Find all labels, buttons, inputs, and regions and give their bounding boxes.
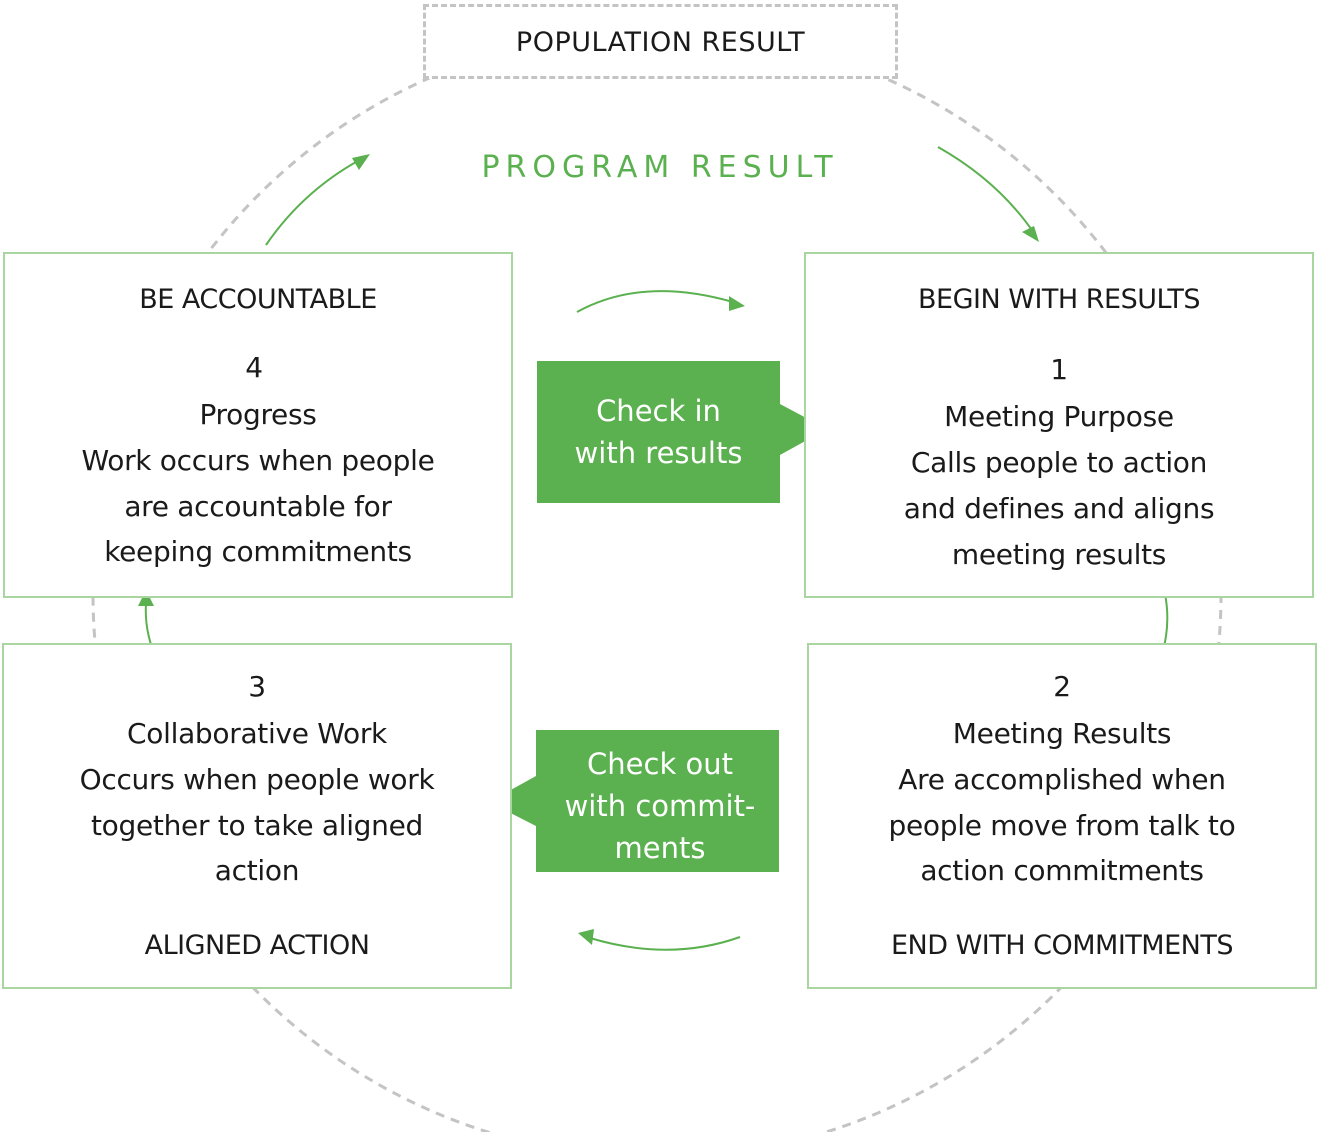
step-1-title: BEGIN WITH RESULTS — [918, 284, 1200, 315]
step-4-line-4: keeping commitments — [104, 535, 412, 568]
check-out-line-3: ments — [614, 831, 706, 865]
arrow-head — [138, 590, 154, 606]
arrow-head — [1022, 226, 1039, 242]
arrow-4-to-1-left — [265, 155, 368, 246]
step-2-number: 2 — [1053, 670, 1071, 703]
step-4-line-2: Work occurs when people — [81, 444, 435, 477]
step-2-footer: END WITH COMMITMENTS — [890, 930, 1234, 961]
step-3-line-4: action — [214, 854, 300, 887]
arrow-head — [729, 296, 745, 311]
arrow-4-to-1-right — [937, 146, 1037, 237]
step-1-line-4: meeting results — [951, 538, 1167, 571]
step-4-box: BE ACCOUNTABLE 4 Progress Work occurs wh… — [3, 252, 513, 598]
step-3-footer: ALIGNED ACTION — [144, 930, 370, 961]
step-2-line-3: people move from talk to — [888, 809, 1236, 842]
check-in-callout: Check in with results — [537, 390, 780, 474]
step-3-number: 3 — [248, 670, 266, 703]
check-out-line-1: Check out — [587, 747, 733, 781]
step-4-line-3: are accountable for — [124, 490, 392, 523]
step-3-line-2: Occurs when people work — [79, 763, 435, 796]
step-1-box: BEGIN WITH RESULTS 1 Meeting Purpose Cal… — [804, 252, 1314, 598]
step-2-line-1: Meeting Results — [952, 717, 1172, 750]
step-2-line-2: Are accomplished when — [898, 763, 1226, 796]
step-4-number: 4 — [245, 351, 263, 384]
step-2-box: 2 Meeting Results Are accomplished when … — [807, 643, 1317, 989]
step-1-line-1: Meeting Purpose — [944, 400, 1174, 433]
check-in-callout-shape — [537, 361, 827, 503]
arrow-head — [578, 929, 594, 945]
program-result-label: PROGRAM RESULT — [481, 150, 839, 185]
check-out-line-2: with commit- — [564, 789, 756, 823]
step-4-title: BE ACCOUNTABLE — [139, 284, 377, 315]
step-1-line-2: Calls people to action — [910, 446, 1208, 479]
population-result-box: POPULATION RESULT — [423, 4, 898, 79]
step-3-box: 3 Collaborative Work Occurs when people … — [2, 643, 512, 989]
arrow-check-in — [576, 290, 734, 313]
population-result-label: POPULATION RESULT — [515, 27, 806, 58]
check-in-line-2: with results — [574, 436, 743, 470]
check-out-callout: Check out with commit- ments — [540, 743, 780, 869]
step-1-number: 1 — [1050, 353, 1068, 386]
step-2-line-4: action commitments — [920, 854, 1204, 887]
step-3-line-1: Collaborative Work — [127, 717, 387, 750]
arrow-check-out — [589, 936, 741, 951]
check-in-line-1: Check in — [596, 394, 721, 428]
step-3-line-3: together to take aligned — [91, 809, 423, 842]
check-out-callout-shape — [489, 730, 779, 872]
step-4-line-1: Progress — [199, 398, 317, 431]
arrow-head — [352, 154, 370, 170]
step-1-line-3: and defines and aligns — [903, 492, 1215, 525]
